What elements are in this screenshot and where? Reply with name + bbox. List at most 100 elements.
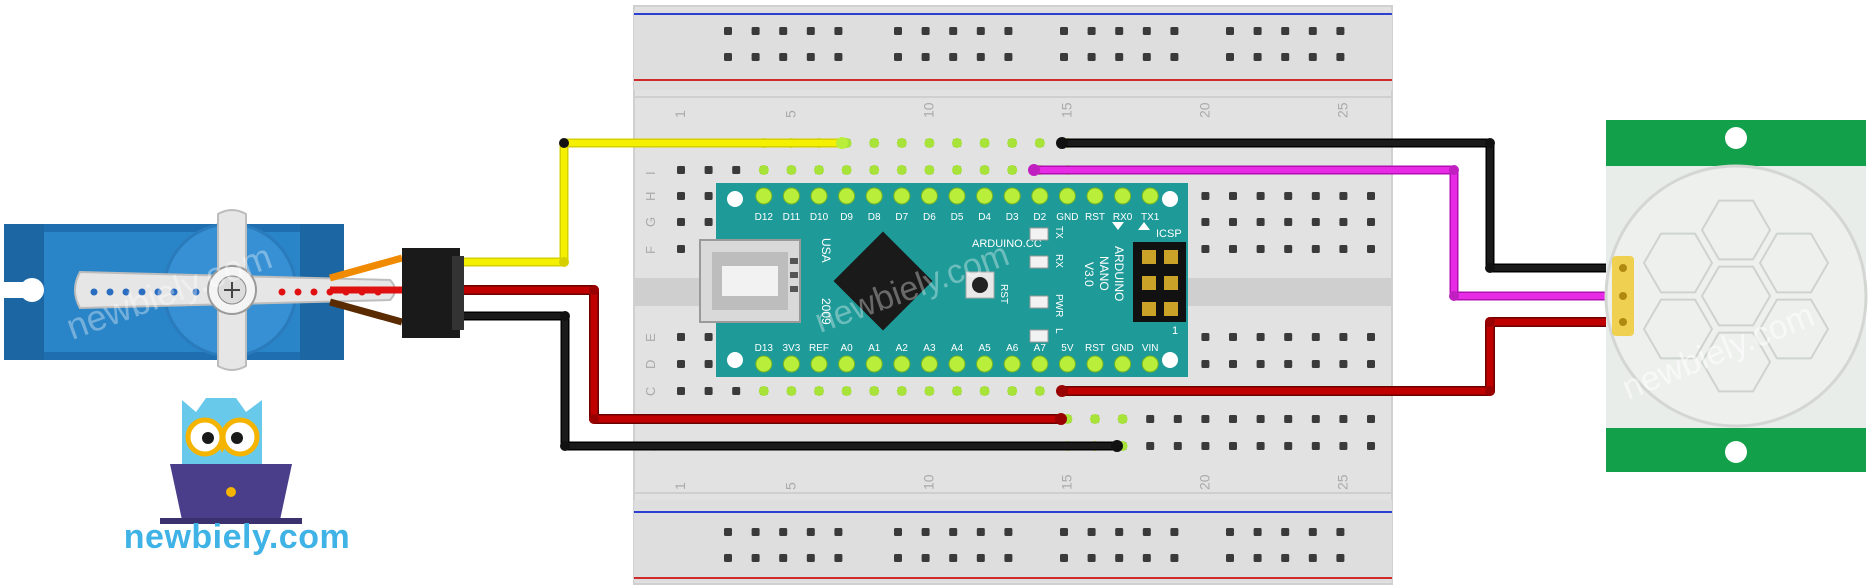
brand-name[interactable]: newbiely.com xyxy=(123,518,351,556)
rail-hole xyxy=(1226,27,1234,35)
breadboard-hole xyxy=(1256,333,1265,341)
rail-hole xyxy=(1115,528,1124,536)
header-pin xyxy=(838,355,856,373)
header-pin xyxy=(920,187,938,205)
rail-hole xyxy=(976,27,985,35)
breadboard-hole xyxy=(1284,442,1293,450)
rail-hole xyxy=(834,27,843,35)
breadboard-hole xyxy=(1284,245,1293,253)
column-number: 5 xyxy=(782,482,798,490)
rail-hole xyxy=(921,53,930,61)
breadboard-hole xyxy=(677,192,685,200)
pin-label: RX0 xyxy=(1113,212,1133,223)
rst-label: RST xyxy=(998,284,1009,304)
rail-hole xyxy=(921,27,930,35)
status-led-icon xyxy=(1029,227,1049,241)
breadboard-hole xyxy=(1339,360,1348,368)
column-number: 15 xyxy=(1058,102,1074,118)
header-pin xyxy=(948,187,966,205)
rail-hole xyxy=(1281,27,1290,35)
breadboard-hole xyxy=(732,166,741,174)
icsp-pin xyxy=(1142,302,1156,316)
header-pin xyxy=(782,187,800,205)
pin-label: VIN xyxy=(1142,343,1159,354)
pin-label: A1 xyxy=(868,343,881,354)
pin-label: 3V3 xyxy=(783,343,801,354)
breadboard-hole xyxy=(1173,442,1182,450)
row-letter: E xyxy=(643,333,658,342)
breadboard-hole xyxy=(1201,415,1210,423)
header-pin xyxy=(1086,355,1104,373)
rail-hole xyxy=(921,528,930,536)
model-label-3: V3.0 xyxy=(1082,262,1096,287)
rail-hole xyxy=(1253,528,1262,536)
header-pin xyxy=(1086,187,1104,205)
header-pin xyxy=(1141,187,1159,205)
rail-hole xyxy=(751,53,760,61)
header-pin xyxy=(1058,187,1076,205)
rail-hole xyxy=(1142,528,1151,536)
breadboard-hole xyxy=(1256,442,1265,450)
rail-hole xyxy=(1336,53,1345,61)
led-label: L xyxy=(1053,328,1064,334)
header-pin xyxy=(976,187,994,205)
header-pin xyxy=(976,355,994,373)
rail-hole xyxy=(806,27,815,35)
rail-hole xyxy=(1226,554,1234,562)
lens-cell xyxy=(1700,331,1772,393)
rail-hole xyxy=(1060,528,1068,536)
rail-hole xyxy=(949,554,958,562)
rail-hole xyxy=(1004,53,1013,61)
pin-label: RST xyxy=(1085,212,1105,223)
mount-hole-icon xyxy=(727,352,743,368)
breadboard-hole xyxy=(1201,333,1210,341)
pin-label: A7 xyxy=(1034,343,1047,354)
icsp-pin xyxy=(1142,276,1156,290)
breadboard-hole xyxy=(1201,218,1210,226)
pin-label: D13 xyxy=(755,343,774,354)
header-pin xyxy=(1141,355,1159,373)
breadboard-hole xyxy=(1229,415,1237,423)
breadboard-hole xyxy=(1173,415,1182,423)
header-pin xyxy=(1031,187,1049,205)
lens-cell xyxy=(1642,232,1714,294)
pin-label: A6 xyxy=(1006,343,1019,354)
icsp-pin xyxy=(1142,250,1156,264)
reset-button-cap xyxy=(972,277,988,293)
breadboard-hole xyxy=(1367,415,1375,423)
breadboard-hole xyxy=(732,387,741,395)
wires xyxy=(457,137,1623,452)
rail-hole xyxy=(976,53,985,61)
rail-hole xyxy=(1004,528,1013,536)
rail-hole xyxy=(806,554,815,562)
header-pin xyxy=(838,187,856,205)
rail-hole xyxy=(1060,27,1068,35)
breadboard-hole xyxy=(1284,415,1293,423)
breadboard-hole xyxy=(677,245,685,253)
breadboard-hole xyxy=(1339,218,1348,226)
led-label: RX xyxy=(1053,254,1064,268)
column-number: 25 xyxy=(1334,474,1350,490)
rail-hole xyxy=(894,528,902,536)
breadboard-hole xyxy=(677,166,685,174)
lens-cell xyxy=(1700,199,1772,261)
rail-hole xyxy=(1004,27,1013,35)
header-pin xyxy=(948,355,966,373)
rail-hole xyxy=(921,554,930,562)
rail-hole xyxy=(894,554,902,562)
breadboard-hole xyxy=(1367,245,1375,253)
rail-hole xyxy=(1170,27,1179,35)
breadboard-hole xyxy=(1256,245,1265,253)
header-pin xyxy=(1058,355,1076,373)
breadboard-hole xyxy=(1311,245,1320,253)
rail-hole xyxy=(806,528,815,536)
rail-hole xyxy=(976,554,985,562)
rail-hole xyxy=(779,554,788,562)
breadboard-hole xyxy=(1256,360,1265,368)
pir-mount-hole-icon xyxy=(1725,441,1747,463)
column-number: 25 xyxy=(1334,102,1350,118)
breadboard-hole xyxy=(1201,192,1210,200)
breadboard-hole xyxy=(1201,245,1210,253)
row-letter: H xyxy=(643,192,658,201)
